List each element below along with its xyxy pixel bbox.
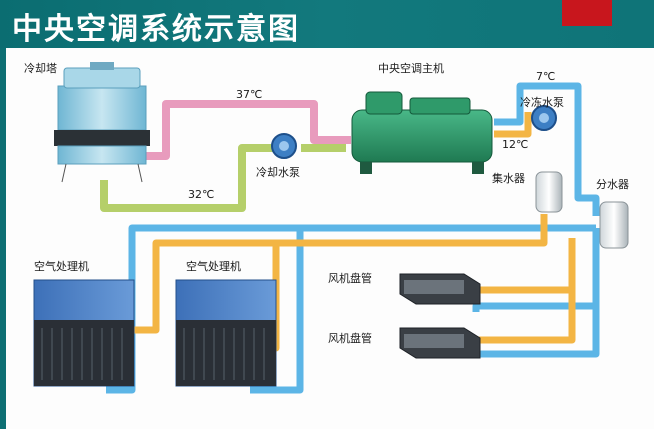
pipe-chilled-return <box>126 112 576 352</box>
air-handling-unit-1 <box>33 279 135 387</box>
title-bar: 中央空调系统示意图 <box>0 0 654 48</box>
temp-12-label: 12℃ <box>502 138 528 151</box>
cooling-pump-label: 冷却水泵 <box>256 166 300 179</box>
system-diagram: 冷却塔 37℃ 32℃ 冷却水泵 中央空调主机 7℃ 12℃ <box>24 61 629 394</box>
pipe-cool-supply <box>100 144 346 212</box>
main-chiller-unit <box>351 91 493 174</box>
ahu-1-label: 空气处理机 <box>34 259 89 273</box>
cooling-tower <box>54 62 150 183</box>
page-title: 中央空调系统示意图 <box>12 12 300 47</box>
fcu-1-label: 风机盘管 <box>328 271 372 285</box>
fan-coil-unit-2 <box>399 327 481 359</box>
collector-label: 集水器 <box>492 171 525 185</box>
main-unit-label: 中央空调主机 <box>378 61 444 75</box>
air-handling-unit-2 <box>175 279 277 387</box>
fan-coil-unit-1 <box>399 273 481 305</box>
pipe-hot-return <box>124 100 351 160</box>
temp-32-label: 32℃ <box>188 188 214 201</box>
chilled-pump-label: 冷冻水泵 <box>520 95 564 109</box>
chilled-pump <box>531 105 557 131</box>
collector-tank <box>535 171 563 213</box>
ahu-2-label: 空气处理机 <box>186 259 241 273</box>
distributor-label: 分水器 <box>596 178 629 191</box>
diagram-area: 冷却塔 37℃ 32℃ 冷却水泵 中央空调主机 7℃ 12℃ <box>6 48 654 429</box>
cooling-pump <box>271 133 297 159</box>
distributor-tank <box>599 201 629 249</box>
fcu-2-label: 风机盘管 <box>328 331 372 345</box>
temp-7-label: 7℃ <box>536 70 555 83</box>
cooling-tower-label: 冷却塔 <box>24 62 57 75</box>
accent-block <box>562 0 612 26</box>
temp-37-label: 37℃ <box>236 88 262 101</box>
